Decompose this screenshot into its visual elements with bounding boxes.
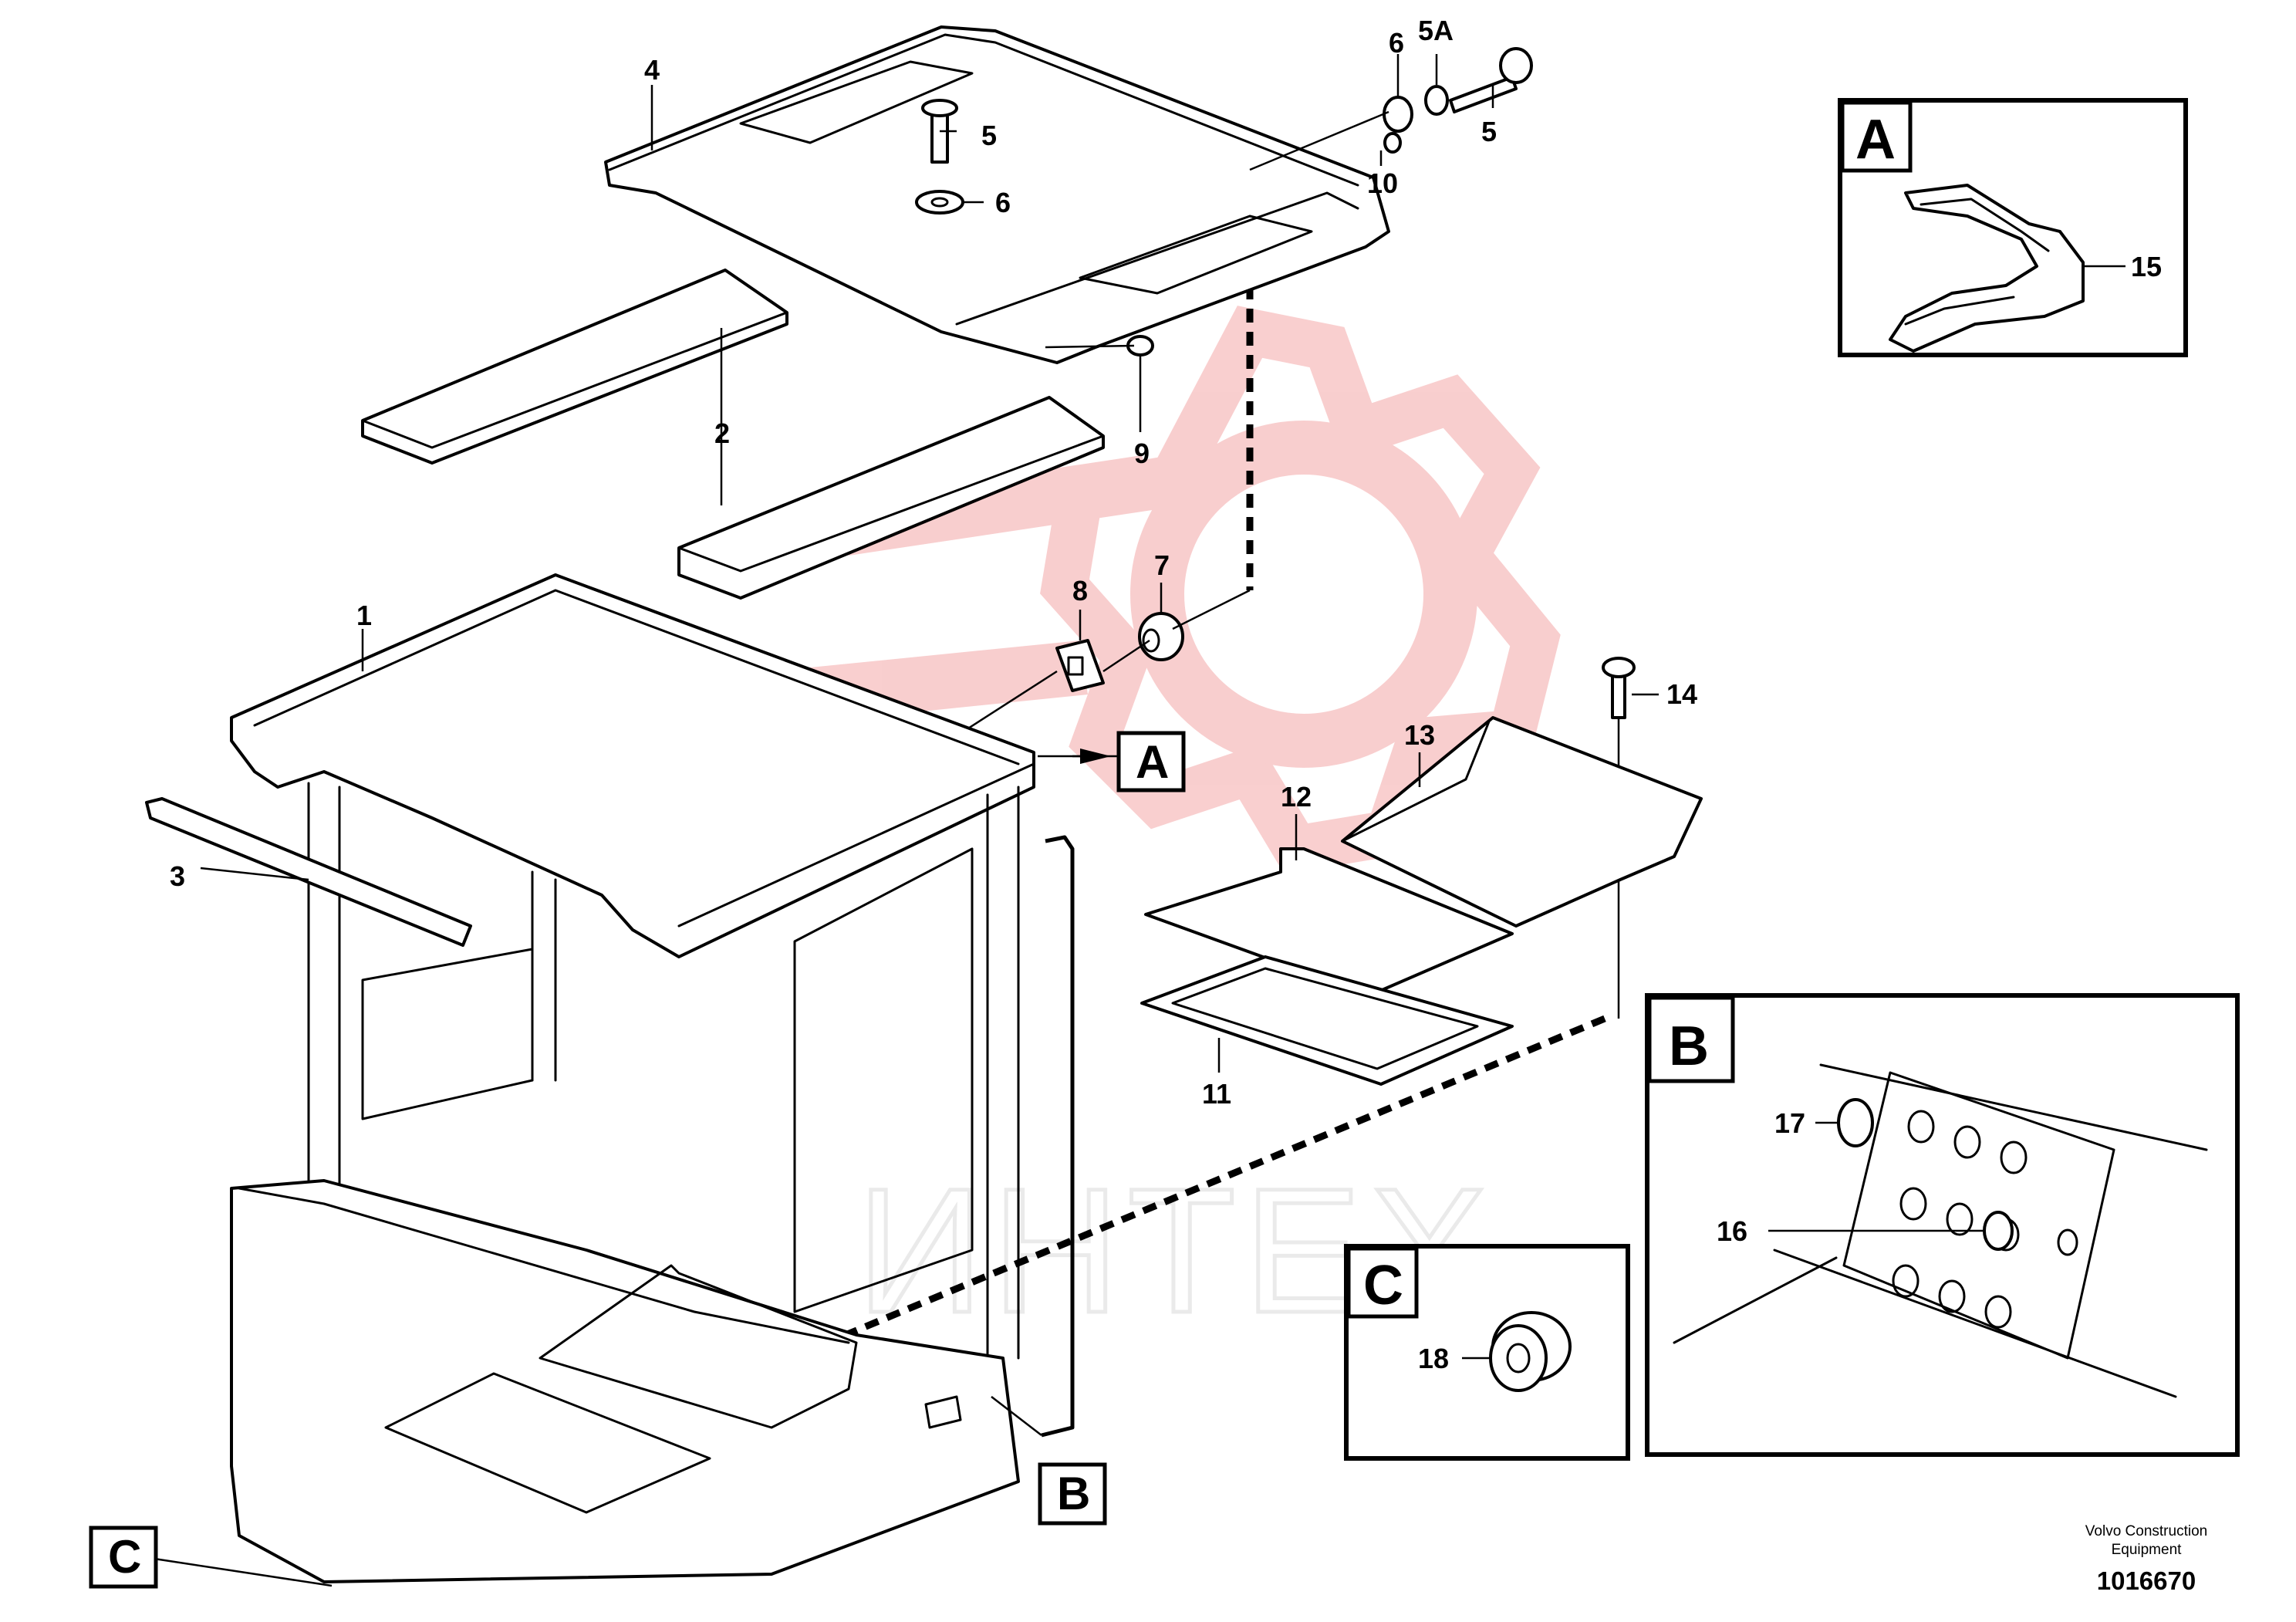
washer-icon bbox=[915, 190, 964, 215]
part-16-plug bbox=[1983, 1211, 2014, 1251]
view-tag-C-letter: C bbox=[108, 1531, 141, 1583]
bracket-icon bbox=[1055, 639, 1105, 692]
detail-B-letter: B bbox=[1669, 1015, 1709, 1077]
callout-6-center: 6 bbox=[995, 187, 1011, 218]
callout-17: 17 bbox=[1774, 1107, 1805, 1139]
detail-view-B: B 17 16 bbox=[1645, 993, 2240, 1457]
nut-10-icon bbox=[1383, 132, 1402, 154]
detail-view-A: A 15 bbox=[1838, 98, 2188, 357]
grommet-holes bbox=[1892, 1110, 2078, 1329]
callout-14: 14 bbox=[1666, 678, 1697, 710]
detail-C-letter: C bbox=[1363, 1255, 1403, 1316]
hardware-items bbox=[915, 47, 1636, 1019]
bolt-head-icon bbox=[1499, 47, 1533, 84]
view-tag-B: B bbox=[1038, 1462, 1107, 1526]
watermark-ring-icon bbox=[1130, 421, 1477, 768]
screw-head-icon bbox=[921, 99, 958, 117]
part-2-insulation-strips bbox=[361, 269, 1105, 600]
bolt-14-head-icon bbox=[1602, 657, 1636, 678]
view-tag-A: A bbox=[1038, 731, 1186, 792]
callout-1: 1 bbox=[356, 600, 372, 631]
drawing-number: 1016670 bbox=[2097, 1566, 2196, 1595]
view-tag-A-letter: A bbox=[1136, 736, 1169, 788]
callout-7: 7 bbox=[1154, 549, 1170, 581]
callout-11: 11 bbox=[1202, 1078, 1231, 1110]
part-13-panel bbox=[1341, 716, 1703, 928]
callout-15: 15 bbox=[2131, 251, 2162, 282]
callout-6-top: 6 bbox=[1389, 27, 1404, 59]
callout-10: 10 bbox=[1367, 167, 1398, 199]
callout-12: 12 bbox=[1281, 781, 1312, 813]
part-11-gasket bbox=[1140, 955, 1514, 1086]
callout-3: 3 bbox=[170, 860, 185, 892]
leader-lines bbox=[154, 54, 1659, 1587]
view-tag-B-letter: B bbox=[1057, 1468, 1090, 1519]
spacer-icon bbox=[1138, 612, 1184, 661]
washer-6-icon bbox=[1383, 96, 1413, 133]
callout-2: 2 bbox=[714, 417, 730, 449]
detail-view-C: C 18 bbox=[1344, 1244, 1630, 1461]
callout-4: 4 bbox=[644, 54, 660, 86]
company-name-line2: Equipment bbox=[2112, 1542, 2183, 1558]
part-3-seal bbox=[145, 797, 472, 947]
detail-A-letter: A bbox=[1855, 109, 1896, 171]
callout-13: 13 bbox=[1404, 719, 1435, 751]
view-tag-C: C bbox=[89, 1526, 158, 1589]
bolt-icon bbox=[1449, 76, 1518, 113]
watermark-swoosh-icon bbox=[694, 455, 1157, 733]
company-name-line1: Volvo Construction bbox=[2085, 1523, 2207, 1539]
floor-panels bbox=[1140, 716, 1703, 1086]
callout-labels: 1 2 3 4 5 6 6 5A 5 10 9 7 8 11 12 13 14 bbox=[170, 15, 1697, 1110]
callout-18: 18 bbox=[1418, 1343, 1449, 1374]
callout-8: 8 bbox=[1072, 575, 1088, 607]
part-4-roof-cover bbox=[604, 25, 1390, 364]
washer-5a-icon bbox=[1424, 85, 1449, 116]
callout-5-top: 5 bbox=[1481, 116, 1497, 147]
callout-5A: 5A bbox=[1418, 15, 1454, 46]
part-17-plug bbox=[1837, 1098, 1874, 1147]
title-block: Volvo Construction Equipment 1016670 bbox=[2085, 1523, 2207, 1595]
callout-5-center: 5 bbox=[981, 120, 997, 151]
callout-9: 9 bbox=[1134, 438, 1150, 469]
part-15-channel bbox=[1889, 184, 2085, 353]
part-1-cab bbox=[145, 573, 1075, 1583]
callout-16: 16 bbox=[1717, 1215, 1747, 1247]
